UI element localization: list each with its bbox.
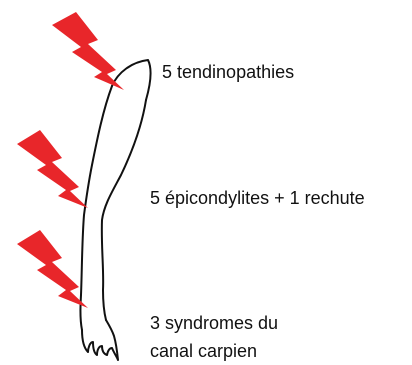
lightning-bolt-icon xyxy=(17,130,88,208)
annotation-wrist-line2: canal carpien xyxy=(150,340,257,362)
annotation-shoulder: 5 tendinopathies xyxy=(162,61,294,83)
arm-back-edge xyxy=(80,86,112,330)
annotation-elbow: 5 épicondylites + 1 rechute xyxy=(150,187,365,209)
arm-outline xyxy=(80,60,150,360)
lightning-bolts xyxy=(17,12,124,308)
annotation-wrist-line1: 3 syndromes du xyxy=(150,312,278,334)
arm-shoulder-outline xyxy=(112,60,151,100)
lightning-bolt-icon xyxy=(52,12,124,90)
lightning-bolt-icon xyxy=(17,230,88,308)
arm-front-edge xyxy=(102,100,146,320)
hand-outline xyxy=(82,320,118,360)
